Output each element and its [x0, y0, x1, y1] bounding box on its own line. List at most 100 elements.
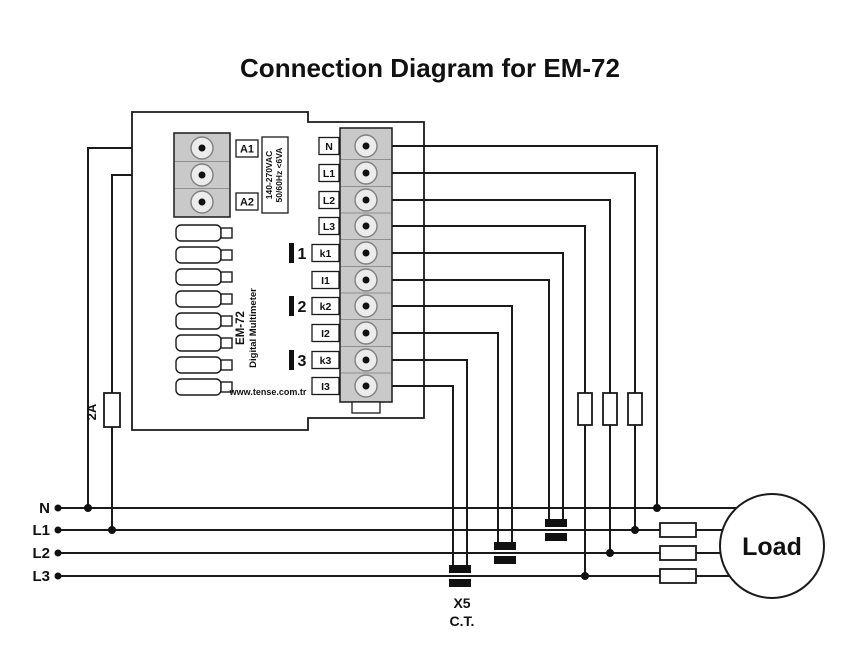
load-circle — [719, 493, 825, 599]
wire-i1 — [392, 279, 550, 519]
wire-i2 — [392, 332, 499, 542]
comb-tab — [220, 381, 233, 393]
screw-dot — [362, 196, 370, 204]
screw-dot — [362, 276, 370, 284]
screw-dot — [362, 356, 370, 364]
terminal-label-k1: k1 — [320, 248, 332, 260]
wire-supply-neutral — [87, 147, 132, 508]
wire-l2 — [392, 199, 611, 553]
terminal-label-box — [311, 323, 340, 343]
load-fuse-l2 — [659, 545, 697, 561]
supply-fuse-2a — [103, 392, 121, 428]
main-terminal-strip — [339, 127, 393, 414]
load-fuse-l1 — [659, 522, 697, 538]
comb-tab — [220, 359, 233, 371]
terminal-label-i3: I3 — [321, 381, 330, 393]
supply-fuse-label: 2A — [84, 403, 99, 420]
ct-group-number: 1 — [298, 246, 307, 263]
junction-dot — [581, 572, 589, 580]
screw-dot — [198, 144, 206, 152]
ct-core-top — [449, 565, 471, 573]
bus-label-l2: L2 — [32, 545, 50, 562]
power-spec-freq: 50/60Hz <6VA — [274, 148, 284, 203]
comb-terminal — [175, 290, 222, 308]
comb-tab — [220, 315, 233, 327]
a1-label: A1 — [240, 144, 254, 156]
comb-tab — [220, 271, 233, 283]
terminal-label-l2: L2 — [323, 195, 335, 207]
aux-terminal-comb — [175, 224, 233, 396]
comb-terminal — [175, 356, 222, 374]
bus-label-l1: L1 — [32, 522, 50, 539]
ct-group-bar — [289, 243, 294, 263]
terminal-label-k3: k3 — [320, 355, 332, 367]
comb-terminal — [175, 268, 222, 286]
power-terminal-block — [173, 132, 231, 218]
screw-dot — [198, 198, 206, 206]
terminal-label-l3: L3 — [323, 221, 335, 233]
sense-fuse-l3 — [577, 392, 593, 426]
a2-label-box — [235, 192, 259, 211]
load-label: Load — [742, 533, 802, 561]
ct-label: C.T. — [450, 613, 475, 629]
terminal-label-box — [318, 136, 340, 156]
terminal-label-k2: k2 — [320, 301, 332, 313]
terminal-label-box — [311, 376, 340, 396]
power-spec-voltage: 140-270VAC — [264, 151, 274, 200]
junction-dot — [108, 526, 116, 534]
wire-l3 — [392, 225, 586, 576]
terminal-label-box — [311, 243, 340, 263]
wire-n — [392, 145, 658, 508]
wire-k3 — [392, 359, 468, 565]
bus-label-n: N — [39, 500, 50, 517]
diagram-title: Connection Diagram for EM-72 — [240, 53, 620, 83]
screw-dot — [198, 171, 206, 179]
ct-core-bottom — [449, 579, 471, 587]
strip-bottom-tab — [351, 401, 381, 414]
terminal-label-box — [318, 190, 340, 210]
comb-terminal — [175, 312, 222, 330]
a2-label: A2 — [240, 197, 254, 209]
ct-core-top — [545, 519, 567, 527]
screw-dot — [362, 382, 370, 390]
ct-group-number: 2 — [298, 299, 307, 316]
ct-core-bottom — [545, 533, 567, 541]
terminal-label-box — [318, 216, 340, 236]
terminal-label-l1: L1 — [323, 168, 335, 180]
wire-i3 — [392, 385, 454, 565]
ct-l3 — [449, 565, 471, 587]
device-name: EM-72 — [235, 311, 247, 345]
terminal-label-n: N — [325, 141, 333, 153]
junction-dot — [653, 504, 661, 512]
terminal-label-i2: I2 — [321, 328, 330, 340]
terminal-labels: N L1 L2 L3 k1 I1 k2 I2 k3 I3 — [311, 136, 340, 396]
screw-dot — [362, 249, 370, 257]
terminal-label-box — [311, 350, 340, 370]
ct-group-bar — [289, 296, 294, 316]
comb-tab — [220, 337, 233, 349]
sense-fuse-l2 — [602, 392, 618, 426]
screw-dot — [362, 169, 370, 177]
load-fuse-l3 — [659, 568, 697, 584]
junction-dot — [84, 504, 92, 512]
comb-terminal — [175, 246, 222, 264]
ct-l1 — [545, 519, 567, 541]
comb-tab — [220, 249, 233, 261]
wire-k1 — [392, 252, 564, 519]
comb-tab — [220, 293, 233, 305]
website-text: www.tense.com.tr — [229, 387, 307, 397]
comb-terminal — [175, 378, 222, 396]
device-subtitle: Digital Multimeter — [248, 288, 259, 368]
wire-k2 — [392, 305, 513, 542]
junction-dot — [631, 526, 639, 534]
screw-dot — [362, 302, 370, 310]
screw-dot — [362, 222, 370, 230]
a1-label-box — [235, 139, 259, 158]
sense-fuse-l1 — [627, 392, 643, 426]
bus-terminal-dot — [54, 504, 62, 512]
terminal-label-box — [311, 296, 340, 316]
power-spec-box — [261, 136, 289, 214]
bus-terminal-dot — [54, 572, 62, 580]
